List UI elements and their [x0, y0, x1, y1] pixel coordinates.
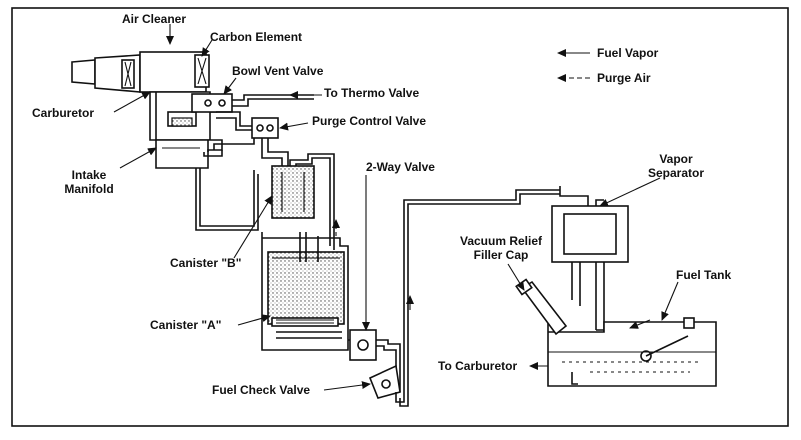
carbon-element: [194, 54, 210, 88]
vapor-hoses: [195, 94, 314, 231]
intake-manifold-label: Intake Manifold: [54, 168, 124, 196]
vapor-separator-line-2: Separator: [647, 166, 705, 180]
bowl-vent-valve: [191, 93, 233, 113]
legend: [557, 49, 590, 82]
canister-b: [271, 153, 335, 250]
vacuum-relief-filler-cap-label: Vacuum Relief Filler Cap: [446, 234, 556, 262]
bowl-vent-valve-label: Bowl Vent Valve: [232, 64, 324, 78]
fuel-tank: [547, 317, 717, 387]
fuel-vapor-legend-label: Fuel Vapor: [597, 46, 659, 60]
intake-manifold-line-1: Intake: [71, 168, 107, 182]
diagram-frame: [11, 7, 789, 427]
vapor-separator-label: Vapor Separator: [636, 152, 716, 180]
to-carburetor-label: To Carburetor: [438, 359, 518, 373]
carburetor-label: Carburetor: [32, 106, 95, 120]
purge-air-legend-label: Purge Air: [597, 71, 651, 85]
canister-a-label: Canister "A": [150, 318, 222, 332]
canister-a: [261, 232, 349, 351]
canister-b-label: Canister "B": [170, 256, 242, 270]
two-way-valve: [348, 329, 401, 392]
two-way-valve-label: 2-Way Valve: [366, 160, 435, 174]
to-thermo-valve-label: To Thermo Valve: [324, 86, 420, 100]
vacuum-relief-line-2: Filler Cap: [473, 248, 529, 262]
carbon-element-label: Carbon Element: [210, 30, 303, 44]
vacuum-relief-line-1: Vacuum Relief: [459, 234, 543, 248]
intake-manifold-line-2: Manifold: [64, 182, 114, 196]
vacuum-relief-filler-cap: [515, 278, 568, 336]
leader-arrows: [113, 24, 679, 391]
vapor-separator: [551, 186, 685, 335]
purge-control-valve-label: Purge Control Valve: [312, 114, 427, 128]
vapor-separator-line-1: Vapor: [659, 152, 693, 166]
fuel-check-valve: [368, 189, 560, 407]
air-cleaner-label: Air Cleaner: [122, 12, 187, 26]
intake-manifold: [155, 139, 223, 169]
fuel-tank-label: Fuel Tank: [676, 268, 732, 282]
fuel-check-valve-label: Fuel Check Valve: [212, 383, 311, 397]
flow-arrows: [332, 219, 651, 329]
air-cleaner: [71, 51, 207, 93]
